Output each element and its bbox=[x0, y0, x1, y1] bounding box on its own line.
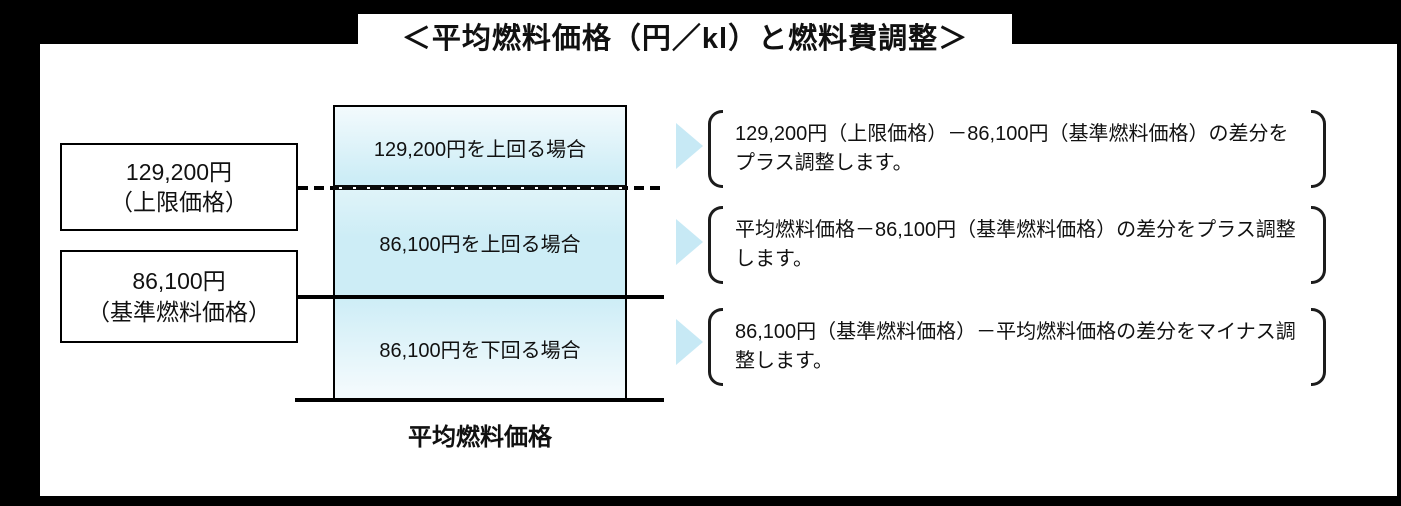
band-below-base: 86,100円を下回る場合 bbox=[335, 297, 625, 399]
close-bracket bbox=[1311, 206, 1326, 284]
base-fuel-price-caption: （基準燃料価格） bbox=[87, 298, 271, 325]
open-bracket bbox=[708, 206, 723, 284]
base-fuel-price-value: 86,100円 bbox=[132, 268, 226, 295]
close-bracket bbox=[1311, 110, 1326, 188]
band-above-upper-limit: 129,200円を上回る場合 bbox=[335, 107, 625, 188]
note-text: 86,100円（基準燃料価格）－平均燃料価格の差分をマイナス調整します。 bbox=[735, 321, 1296, 372]
open-bracket bbox=[708, 110, 723, 188]
band-above-base: 86,100円を上回る場合 bbox=[335, 188, 625, 297]
arrow-right-icon bbox=[676, 123, 703, 169]
page-title: ＜平均燃料価格（円／kl）と燃料費調整＞ bbox=[358, 14, 1012, 58]
arrow-right-icon bbox=[676, 219, 703, 265]
base-price-line bbox=[298, 295, 664, 299]
note-plus-adjust-capped: 129,200円（上限価格）－86,100円（基準燃料価格）の差分をプラス調整し… bbox=[708, 110, 1326, 188]
upper-limit-price-box: 129,200円 （上限価格） bbox=[60, 143, 298, 231]
arrow-right-icon bbox=[676, 319, 703, 365]
base-fuel-price-box: 86,100円 （基準燃料価格） bbox=[60, 250, 298, 343]
upper-limit-price-value: 129,200円 bbox=[125, 158, 233, 185]
note-text: 平均燃料価格－86,100円（基準燃料価格）の差分をプラス調整します。 bbox=[735, 219, 1296, 270]
upper-limit-dashed-line-inner bbox=[333, 185, 627, 190]
column-baseline bbox=[295, 398, 664, 402]
note-plus-adjust: 平均燃料価格－86,100円（基準燃料価格）の差分をプラス調整します。 bbox=[708, 206, 1326, 284]
note-text: 129,200円（上限価格）－86,100円（基準燃料価格）の差分をプラス調整し… bbox=[735, 123, 1289, 174]
axis-caption: 平均燃料価格 bbox=[408, 424, 552, 451]
close-bracket bbox=[1311, 308, 1326, 386]
open-bracket bbox=[708, 308, 723, 386]
price-range-column: 129,200円を上回る場合 86,100円を上回る場合 86,100円を下回る… bbox=[333, 105, 627, 401]
upper-limit-price-caption: （上限価格） bbox=[110, 189, 248, 215]
note-minus-adjust: 86,100円（基準燃料価格）－平均燃料価格の差分をマイナス調整します。 bbox=[708, 308, 1326, 386]
